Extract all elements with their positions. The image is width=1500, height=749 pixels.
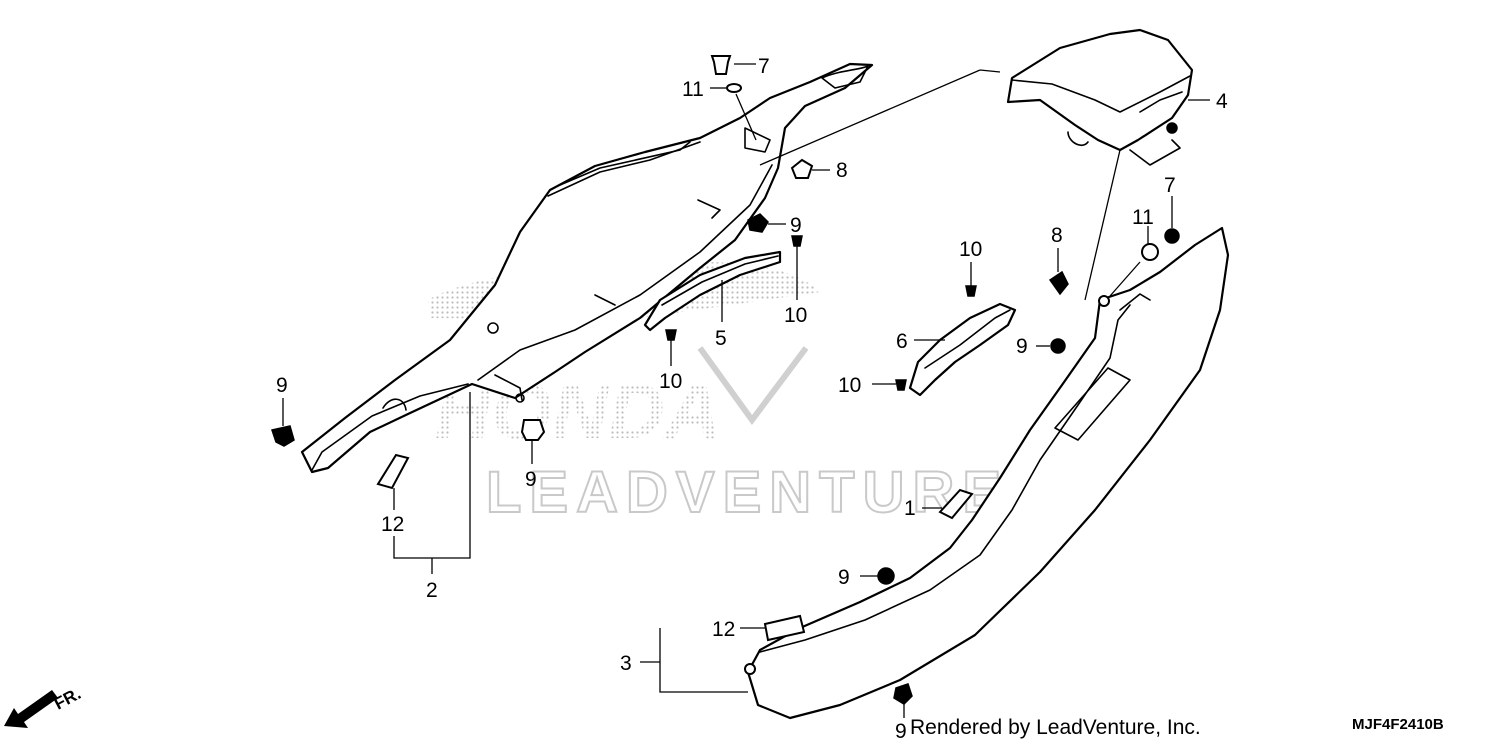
hardware — [271, 55, 1180, 705]
callout-10-c: 10 — [959, 238, 982, 261]
callout-7-right: 7 — [1164, 174, 1176, 197]
callout-2: 2 — [426, 579, 438, 602]
nut-9-mid — [520, 419, 546, 441]
pad-1 — [938, 488, 974, 520]
callout-12-right: 12 — [712, 618, 735, 641]
callout-9-upper: 9 — [790, 214, 802, 237]
tail-cowl-part-4 — [1006, 28, 1194, 166]
front-direction-label: FR. — [51, 684, 84, 714]
callout-8-top: 8 — [836, 159, 848, 182]
callout-9-bottom: 9 — [895, 720, 907, 743]
washer-11-top — [726, 83, 742, 93]
callout-7-top: 7 — [758, 55, 770, 78]
leader-lines — [282, 63, 1210, 718]
nut-9-upper — [747, 213, 769, 233]
rendered-by-footer: Rendered by LeadVenture, Inc. — [910, 716, 1201, 739]
callout-1: 1 — [904, 497, 916, 520]
nut-9-left — [271, 425, 295, 447]
leadventure-watermark: LEADVENTURE — [486, 460, 1009, 525]
callout-8-right: 8 — [1051, 224, 1063, 247]
bolt-7-right — [1164, 228, 1180, 244]
front-arrow-icon: FR. — [4, 684, 84, 728]
clip-8-top — [790, 158, 814, 179]
screw-10-a — [791, 235, 803, 247]
callout-10-a: 10 — [784, 304, 807, 327]
callout-10-b: 10 — [659, 370, 682, 393]
callout-9-left: 9 — [276, 374, 288, 397]
callout-10-d: 10 — [838, 374, 861, 397]
leadventure-mark-watermark — [697, 346, 809, 426]
callout-3: 3 — [620, 652, 632, 675]
grab-rail-part-6 — [908, 302, 1017, 397]
callout-11-top: 11 — [682, 78, 704, 101]
callouts: 7 11 8 9 10 5 10 9 9 12 2 4 7 11 8 10 6 … — [276, 55, 1228, 743]
nut-9-right — [1050, 338, 1066, 354]
center-cowl-part-2 — [300, 62, 874, 474]
screw-10-d — [895, 379, 907, 391]
clip-8-right — [1048, 270, 1069, 296]
callout-9-mid: 9 — [525, 468, 537, 491]
callout-4: 4 — [1216, 90, 1228, 113]
nut-9-bottom — [893, 683, 913, 705]
screw-10-b — [665, 329, 677, 341]
callout-12-left: 12 — [381, 513, 404, 536]
pad-12-left — [376, 453, 410, 490]
callout-11-right: 11 — [1132, 206, 1154, 229]
callout-9-low: 9 — [838, 566, 850, 589]
nut-9-low — [877, 567, 895, 585]
callout-6: 6 — [896, 330, 908, 353]
diagram-code: MJF4F2410B — [1352, 716, 1444, 733]
bolt-7-top — [710, 55, 732, 75]
callout-5: 5 — [715, 327, 727, 350]
callout-9-right: 9 — [1016, 335, 1028, 358]
screw-10-c — [965, 285, 977, 297]
washer-11-right — [1141, 243, 1159, 261]
bracket-part-5 — [643, 250, 782, 332]
side-cover-part-3 — [744, 226, 1230, 720]
pad-12-right — [763, 614, 806, 642]
